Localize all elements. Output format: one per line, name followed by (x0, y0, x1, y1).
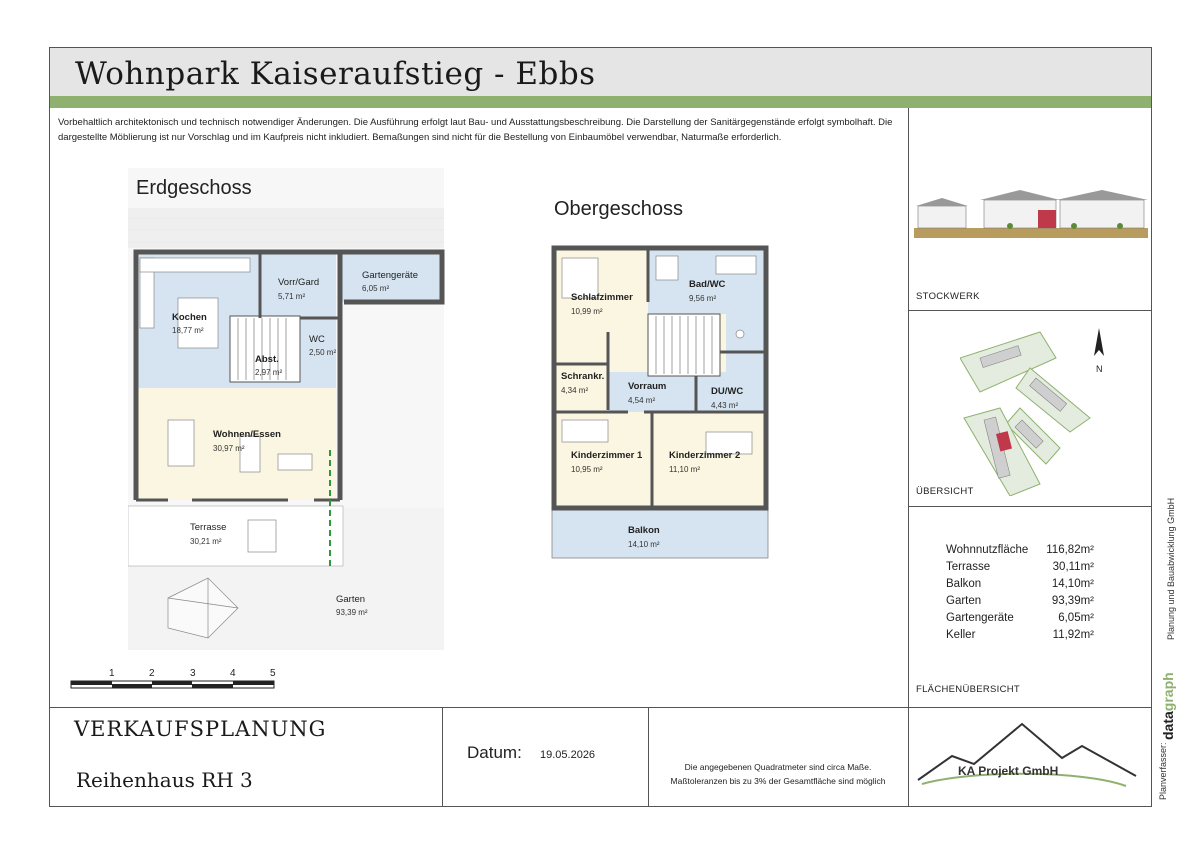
area-value: 11,92m² (1052, 629, 1094, 641)
room-wohnen-essen: Wohnen/Essen (213, 429, 281, 440)
area-value: 93,39m² (1051, 595, 1094, 607)
room-schrankr-area: 4,34 m² (561, 386, 589, 395)
scale-tick-3: 3 (190, 668, 196, 679)
room-gartengeraete-area: 6,05 m² (362, 284, 390, 293)
unit-name: Reihenhaus RH 3 (76, 768, 253, 792)
area-value: 6,05m² (1058, 612, 1094, 624)
room-schrankr: Schrankr. (561, 371, 605, 382)
scale-tick-4: 4 (230, 668, 236, 679)
tolerance-note-line-1: Die angegebenen Quadratmeter sind circa … (684, 762, 872, 772)
room-abst-area: 2,97 m² (255, 368, 283, 377)
area-name: Wohnnutzfläche (946, 544, 1029, 556)
planner-brand-b: graph (1160, 672, 1176, 712)
planner-label: Planverfasser: (1158, 742, 1168, 800)
room-kinderzimmer-2: Kinderzimmer 2 (669, 450, 741, 461)
upper-floor-label: Obergeschoss (554, 198, 683, 220)
room-schlafzimmer: Schlafzimmer (571, 292, 633, 303)
room-wc: WC (309, 334, 325, 345)
room-du-wc-area: 4,43 m² (711, 401, 739, 410)
room-kinderzimmer-1-area: 10,95 m² (571, 465, 603, 474)
project-title: Wohnpark Kaiseraufstieg - Ebbs (75, 56, 596, 92)
date-value: 19.05.2026 (540, 749, 596, 761)
area-value: 116,82m² (1046, 544, 1094, 556)
area-name: Balkon (946, 578, 982, 590)
room-vorraum-area: 4,54 m² (628, 396, 656, 405)
ground-floor-plan (128, 168, 445, 650)
footer-col-2 (648, 708, 649, 806)
company-name: KA Projekt GmbH (958, 764, 1059, 778)
room-kochen-area: 18,77 m² (172, 326, 204, 335)
room-terrasse-area: 30,21 m² (190, 537, 222, 546)
area-row: Gartengeräte 6,05m² (946, 610, 1094, 627)
area-row: Keller 11,92m² (946, 627, 1094, 644)
room-gartengeraete: Gartengeräte (362, 270, 418, 281)
north-arrow-icon (1094, 328, 1104, 356)
room-vorr-gard-area: 5,71 m² (278, 292, 306, 301)
room-kinderzimmer-1: Kinderzimmer 1 (571, 450, 643, 461)
area-name: Garten (946, 595, 982, 607)
scale-bar (70, 680, 275, 689)
room-balkon-area: 14,10 m² (628, 540, 660, 549)
scale-tick-5: 5 (270, 668, 276, 679)
uebersicht-label: ÜBERSICHT (916, 486, 974, 497)
accent-bar (50, 96, 1151, 108)
room-vorr-gard: Vorr/Gard (278, 277, 320, 288)
tolerance-note-line-2: Maßtoleranzen bis zu 3% der Gesamtfläche… (670, 776, 886, 786)
room-du-wc: DU/WC (711, 386, 744, 397)
area-name: Gartengeräte (946, 612, 1014, 624)
stockwerk-label: STOCKWERK (916, 291, 980, 302)
company-logo-mountains (917, 722, 1137, 787)
flaechen-label: FLÄCHENÜBERSICHT (916, 684, 1021, 695)
area-row: Garten 93,39m² (946, 593, 1094, 610)
site-overview-map (960, 331, 1091, 496)
footer-col-1 (442, 708, 443, 806)
area-row: Wohnnutzfläche 116,82m² (946, 542, 1094, 559)
room-kinderzimmer-2-area: 11,10 m² (669, 465, 700, 474)
room-wohnen-essen-area: 30,97 m² (213, 444, 245, 453)
sidebar-divider (908, 108, 909, 806)
footer-divider (50, 707, 1151, 708)
area-row: Terrasse 30,11m² (946, 559, 1094, 576)
area-name: Terrasse (946, 561, 991, 573)
room-wc-area: 2,50 m² (309, 348, 337, 357)
ground-floor-label: Erdgeschoss (136, 177, 252, 199)
sales-title: VERKAUFSPLANUNG (74, 717, 327, 741)
date-label: Datum: (467, 743, 522, 762)
area-name: Keller (946, 629, 976, 641)
sidebar-sep-1 (909, 310, 1151, 311)
north-label: N (1096, 364, 1103, 374)
area-summary-table: Wohnnutzfläche 116,82m² Terrasse 30,11m² B… (946, 542, 1094, 644)
area-value: 30,11m² (1052, 561, 1094, 573)
room-vorraum: Vorraum (628, 381, 667, 392)
planner-brand-a: data (1160, 711, 1176, 740)
area-row: Balkon 14,10m² (946, 576, 1094, 593)
room-garten-area: 93,39 m² (336, 608, 368, 617)
sheet-frame (49, 47, 1152, 807)
room-kochen: Kochen (172, 312, 207, 323)
tolerance-note: Die angegebenen Quadratmeter sind circa … (650, 760, 906, 788)
room-garten: Garten (336, 594, 366, 605)
building-elevation-image (914, 190, 1148, 238)
sidebar-sep-2 (909, 506, 1151, 507)
title-bar (50, 48, 1151, 96)
planner-tagline: Planung und Bauabwicklung GmbH (1166, 497, 1176, 640)
area-value: 14,10m² (1051, 578, 1094, 590)
planner-brand: datagraph (1160, 672, 1176, 740)
upper-floor-plan (551, 245, 769, 559)
room-balkon: Balkon (628, 525, 660, 536)
room-bad-wc-area: 9,56 m² (689, 294, 717, 303)
room-terrasse: Terrasse (190, 522, 227, 533)
scale-tick-2: 2 (149, 668, 155, 679)
scale-tick-1: 1 (109, 668, 115, 679)
room-abst: Abst. (255, 354, 279, 365)
room-bad-wc: Bad/WC (689, 279, 726, 290)
room-schlafzimmer-area: 10,99 m² (571, 307, 603, 316)
disclaimer-text: Vorbehaltlich architektonisch und techni… (58, 117, 893, 143)
